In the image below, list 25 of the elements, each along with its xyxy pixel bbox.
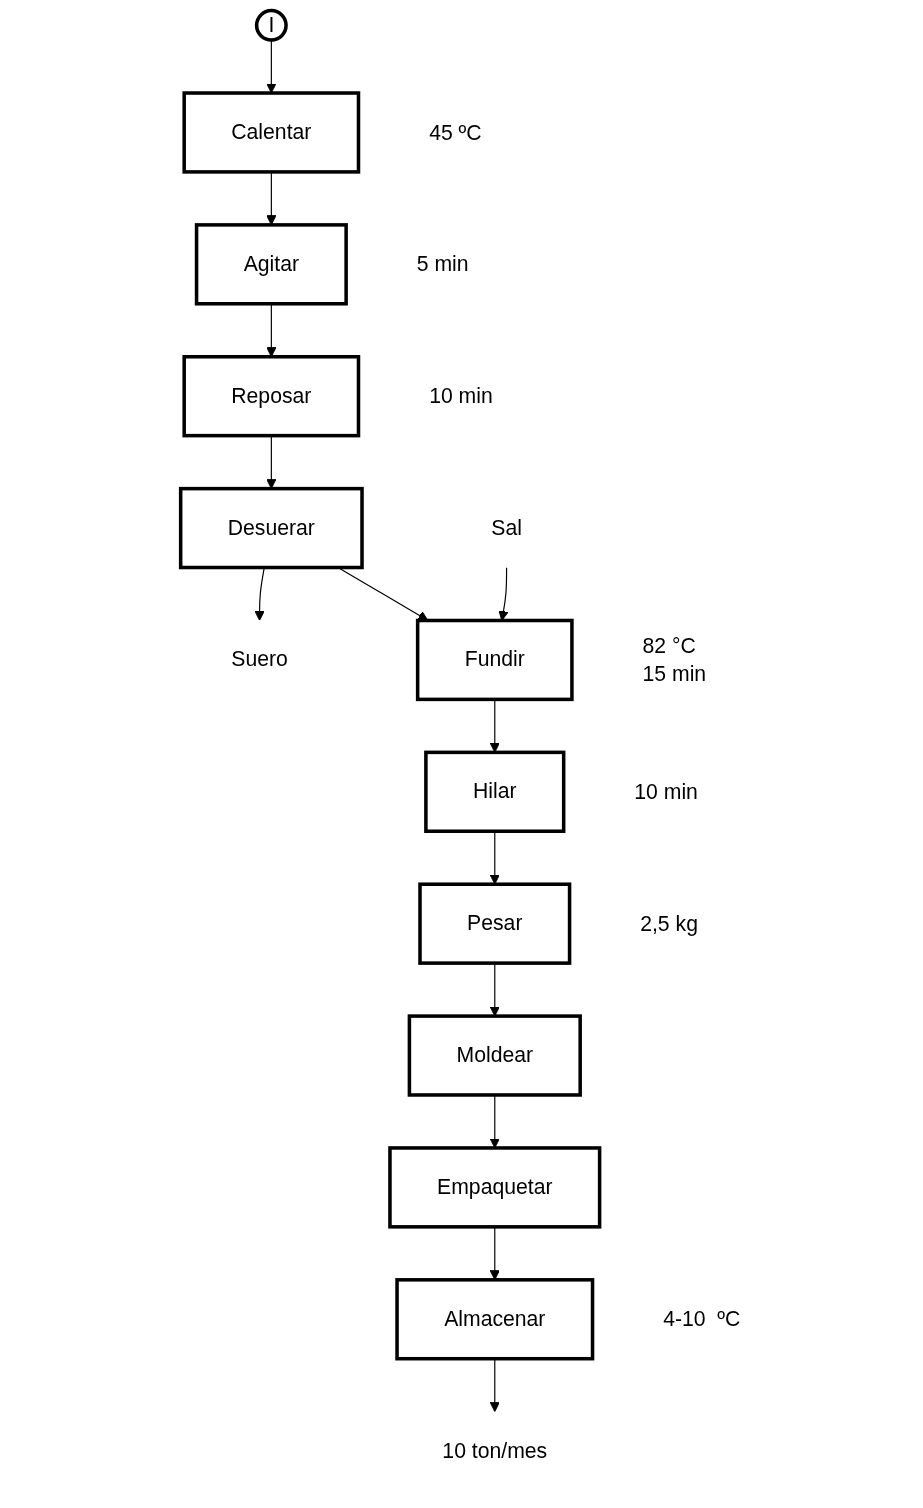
annotation-text: 2,5 kg (640, 911, 698, 935)
node-box: Moldear (407, 1014, 582, 1097)
node-text: Suero (231, 647, 288, 672)
node-box: Reposar (182, 355, 361, 438)
node-text: Sal (491, 515, 522, 540)
node-box: Fundir (415, 618, 574, 702)
annotation-text: 10 min (428, 384, 493, 408)
annotation-text: 5 min (416, 252, 469, 276)
node-circle: I (254, 8, 288, 42)
node-box: Empaquetar (388, 1146, 602, 1229)
annotation-text: 10 min (634, 779, 698, 803)
annotation-text: 15 min (642, 662, 706, 686)
node-box: Almacenar (395, 1278, 595, 1361)
node-box: Calentar (182, 91, 361, 174)
node-box: Agitar (194, 223, 348, 306)
arrow (498, 566, 509, 621)
node-text: 10 ton/mes (442, 1438, 548, 1463)
node-box: Hilar (423, 750, 566, 833)
arrow (265, 39, 277, 94)
node-box: Pesar (418, 882, 572, 965)
annotation-text: 4-10 ºC (663, 1307, 741, 1331)
annotation-text: 45 ºC (428, 120, 482, 144)
annotation-text: 82 °C (642, 633, 696, 657)
arrow (489, 1358, 500, 1413)
node-box: Desuerar (178, 486, 364, 570)
